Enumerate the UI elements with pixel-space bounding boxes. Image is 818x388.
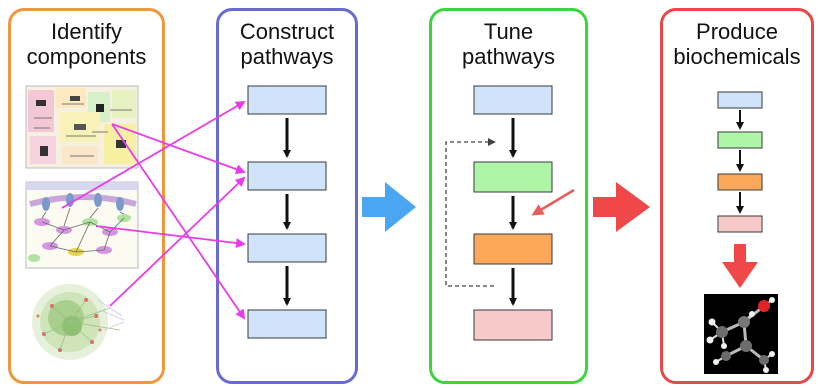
feedback-dashed-arrow <box>445 138 496 287</box>
panel-title-tune-pathways: Tune pathways <box>462 19 555 69</box>
panel-title-produce-biochemicals: Produce biochemicals <box>673 19 801 69</box>
produce-box-2 <box>717 131 763 149</box>
construct-box-4 <box>247 309 327 339</box>
produce-red-down-arrow <box>722 244 758 288</box>
interaction-network-thumbnail <box>32 284 125 360</box>
produce-box-1 <box>717 91 763 109</box>
signaling-network-thumbnail <box>25 181 139 269</box>
tune-box-2 <box>473 161 553 193</box>
produce-box-3 <box>717 173 763 191</box>
big-arrow-red <box>593 182 650 232</box>
component-links <box>61 100 246 320</box>
tuning-red-arrow <box>531 188 575 216</box>
panel-title-construct-pathways: Construct pathways <box>239 19 335 69</box>
panel-tune-pathways: Tune pathways <box>429 8 588 384</box>
produce-box-4 <box>717 215 763 233</box>
panel-title-identify-components: Identify components <box>26 19 147 69</box>
construct-box-1 <box>247 85 327 115</box>
construct-box-3 <box>247 233 327 263</box>
tune-box-4 <box>473 309 553 341</box>
big-arrow-blue <box>362 182 416 232</box>
construct-box-2 <box>247 161 327 191</box>
tune-box-1 <box>473 85 553 115</box>
molecule-ball-and-stick <box>704 294 778 374</box>
tune-box-3 <box>473 233 553 265</box>
